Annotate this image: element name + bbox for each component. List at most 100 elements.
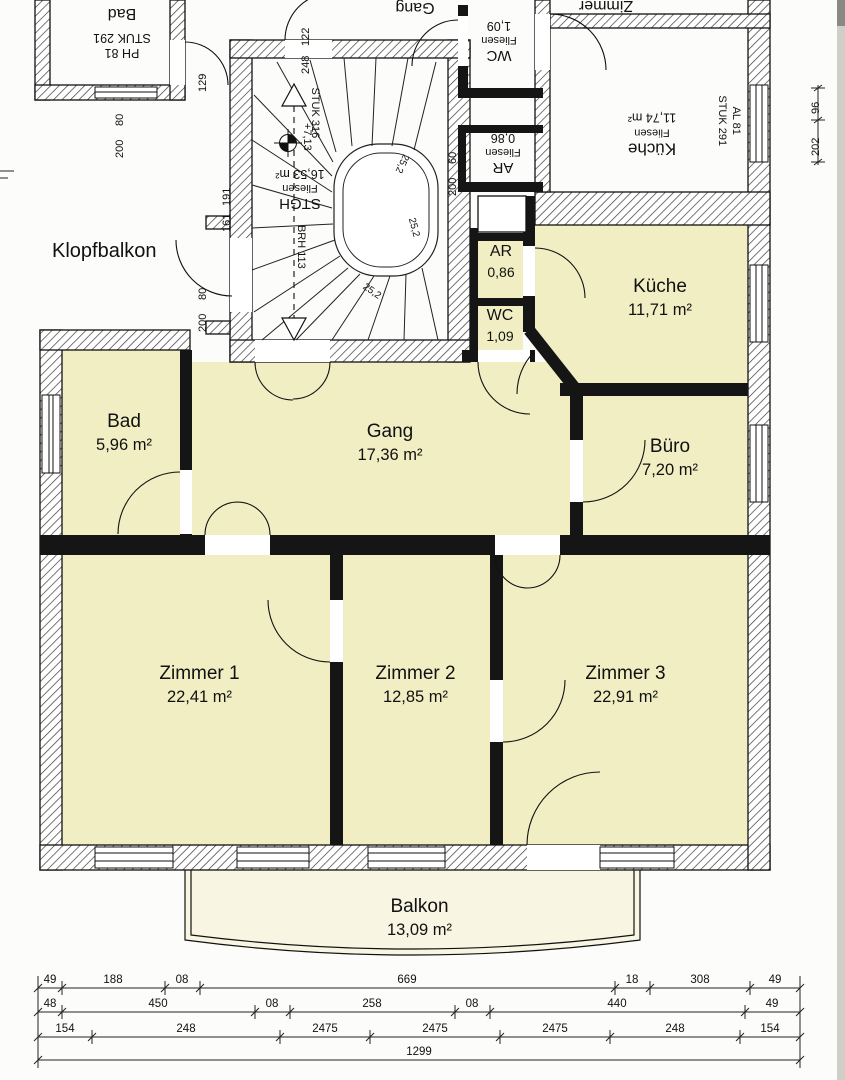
adjacent-finish-note: PH 81 STUK 291 — [76, 30, 168, 60]
room-area: 22,91 m² — [592, 687, 659, 706]
dimension-value: 96 — [810, 101, 822, 114]
dimension-value: 49 — [768, 974, 782, 986]
dimension-value: 08 — [465, 998, 479, 1010]
window-mullions — [48, 85, 763, 862]
dimension-value: 18 — [625, 974, 639, 986]
room-label-kueche: Küche 11,71 m² — [585, 275, 735, 321]
room-finish: Fliesen — [634, 126, 670, 139]
level-marker-icon — [274, 129, 302, 157]
room-name: Gang — [366, 421, 414, 442]
room-finish: Fliesen — [481, 34, 517, 47]
room-fills — [62, 225, 748, 955]
room-area: 16,53 m² — [275, 167, 325, 181]
note-line: STUK 291 — [93, 31, 151, 45]
room-label-zimmer2: Zimmer 2 12,85 m² — [348, 662, 483, 708]
room-label-gang: Gang 17,36 m² — [325, 420, 455, 466]
brh-note: BRH 113 — [294, 224, 307, 269]
adjacent-room-label-wc: WC Fliesen 1,09 — [464, 18, 534, 64]
room-area: 5,96 m² — [96, 435, 152, 454]
room-name: AR — [492, 159, 514, 177]
dimension-value: 248 — [300, 55, 312, 74]
room-name: Zimmer 3 — [585, 663, 666, 684]
room-name: WC — [486, 307, 514, 324]
dimension-value: 2475 — [312, 1023, 338, 1035]
scan-edge-mark — [837, 0, 845, 26]
room-label-buero: Büro 7,20 m² — [605, 435, 735, 481]
dimension-value: 669 — [397, 974, 417, 986]
stairwell-label: STGH Fliesen 16,53 m² — [262, 166, 338, 212]
stair-up-arrow-icon — [280, 82, 308, 107]
dimension-value: 440 — [607, 998, 627, 1010]
door-openings — [170, 14, 600, 870]
room-name: Küche — [633, 276, 687, 297]
dimension-value: 129 — [197, 73, 209, 92]
shaft-outline — [477, 195, 527, 233]
room-name: Büro — [649, 436, 691, 457]
room-name: Bad — [107, 411, 141, 432]
kitchen-diagonal-wall — [524, 326, 583, 396]
room-area: 11,71 m² — [628, 300, 692, 319]
dimension-value: 1299 — [406, 1046, 432, 1058]
door-swings — [117, 0, 646, 846]
dimension-value: 49 — [43, 974, 57, 986]
room-area: 17,36 m² — [357, 445, 423, 464]
dimension-value: 248 — [176, 1023, 196, 1035]
dimension-value: 258 — [362, 998, 382, 1010]
dimension-value: 80 — [114, 113, 126, 126]
klopfbalkon-label: Klopfbalkon — [52, 240, 157, 262]
room-area: 1,09 — [486, 327, 514, 344]
room-name: Zimmer — [578, 0, 634, 15]
stair-down-arrow-icon — [280, 317, 308, 342]
room-area: 11,74 m² — [627, 111, 677, 125]
dimension-value: 161 — [221, 213, 233, 232]
dimension-value: 191 — [221, 187, 233, 206]
dimension-value: 154 — [760, 1023, 780, 1035]
dimension-value: 188 — [103, 974, 123, 986]
level-value: +7,13 — [300, 122, 313, 151]
note-line: PH 81 — [104, 46, 140, 60]
room-label-wc: WC 1,09 — [470, 306, 530, 345]
dimension-value: 202 — [810, 137, 822, 156]
room-label-ar: AR 0,86 — [472, 242, 530, 281]
room-area: 13,09 m² — [386, 920, 453, 939]
room-label-zimmer1: Zimmer 1 22,41 m² — [132, 662, 267, 708]
room-name: AR — [489, 243, 513, 260]
dimension-value: 08 — [265, 998, 279, 1010]
adjacent-room-label-ar: AR Fliesen 0,86 — [468, 130, 538, 176]
room-name: Zimmer 1 — [159, 663, 240, 684]
note-line: AL 81 — [729, 106, 742, 135]
room-label-bad: Bad 5,96 m² — [64, 410, 184, 456]
room-area: 0,86 — [487, 263, 515, 280]
room-name: STGH — [279, 195, 321, 213]
dimension-value: 122 — [300, 27, 312, 46]
room-area: 12,85 m² — [382, 687, 449, 706]
room-area: 0,86 — [490, 131, 516, 145]
note-line: STUK 291 — [716, 95, 728, 147]
room-name: Küche — [627, 139, 677, 159]
adjacent-room-label-kueche: Küche Fliesen 11,74 m² — [596, 110, 708, 159]
scan-edge — [837, 0, 845, 1080]
room-finish: Fliesen — [485, 146, 521, 159]
adjacent-room-label-bad: Bad — [92, 4, 152, 23]
room-area: 22,41 m² — [166, 687, 233, 706]
dimension-value: 80 — [197, 287, 209, 300]
room-name: Balkon — [390, 896, 449, 917]
dimension-value: 2475 — [422, 1023, 448, 1035]
dimension-value: 200 — [114, 139, 126, 158]
dimension-value: 49 — [765, 998, 779, 1010]
dimension-value: 248 — [665, 1023, 685, 1035]
room-name: WC — [486, 47, 512, 65]
dimension-value: 200 — [447, 177, 459, 196]
balcony-railing — [184, 870, 641, 956]
dimension-value: 154 — [55, 1023, 75, 1035]
windows — [41, 84, 769, 869]
dimension-value: 2475 — [542, 1023, 568, 1035]
room-name: Zimmer 2 — [375, 663, 456, 684]
window-finish-note: AL 81 STUK 291 — [714, 79, 742, 163]
room-label-zimmer3: Zimmer 3 22,91 m² — [558, 662, 693, 708]
adjacent-room-label-zimmer: Zimmer — [568, 0, 644, 15]
room-name: Gang — [395, 0, 435, 17]
dimension-value: 450 — [148, 998, 168, 1010]
dimension-value: 60 — [447, 151, 459, 164]
dimension-value: 48 — [43, 998, 57, 1010]
